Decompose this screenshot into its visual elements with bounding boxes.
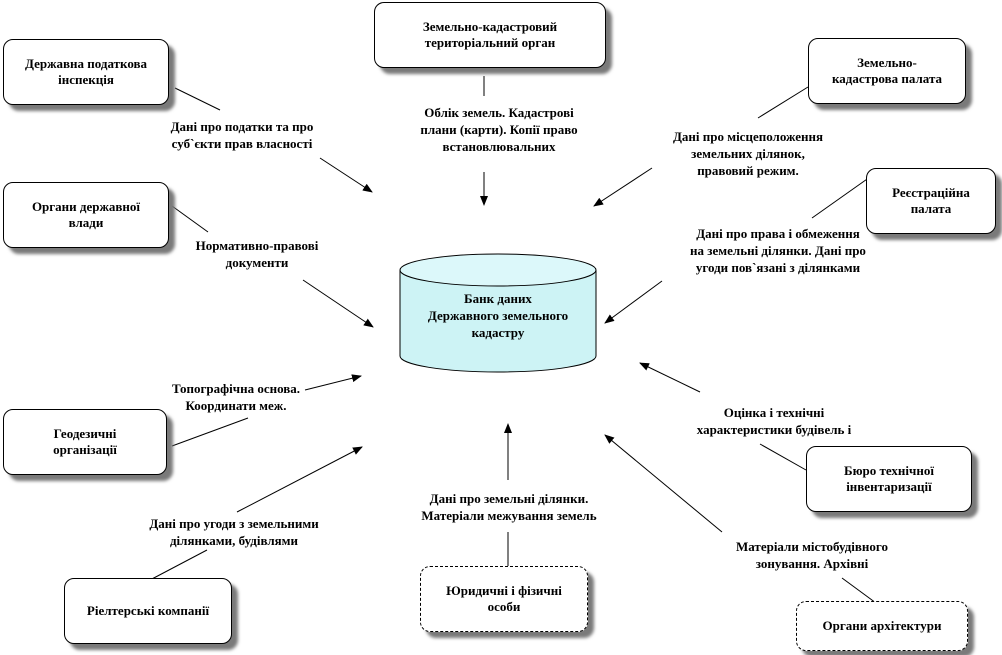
connector-tax xyxy=(174,87,221,111)
arrow-registration xyxy=(604,280,663,324)
label-persons: Дані про земельні ділянки. Матеріали меж… xyxy=(421,491,597,523)
node-realtors: Ріелтерські компанії xyxy=(64,578,232,644)
connector-geodetic xyxy=(171,417,249,447)
connector-realtors xyxy=(149,549,208,581)
node-state-authorities: Органи державної влади xyxy=(3,182,169,248)
database-cylinder xyxy=(399,253,597,373)
connector-architecture xyxy=(841,577,877,604)
connector-bti xyxy=(759,443,807,471)
label-geodetic: Топографічна основа. Координати меж. xyxy=(171,381,301,413)
label-tax: Дані про податки та про суб`єкти прав вл… xyxy=(170,119,314,151)
label-chamber: Дані про місцеположення земельних діляно… xyxy=(672,129,824,178)
node-tax-inspection: Державна податкова інспекція xyxy=(3,39,169,105)
connector-authorities xyxy=(171,205,209,233)
label-registration: Дані про права і обмеження на земельні д… xyxy=(690,226,866,275)
node-architecture: Органи архітектури xyxy=(796,601,968,651)
node-bti: Бюро технічної інвентаризації xyxy=(806,446,972,512)
node-registration-chamber: Реєстраційна палата xyxy=(866,168,996,234)
connector-chamber xyxy=(757,86,809,119)
arrow-bti xyxy=(639,362,701,393)
node-territorial-organ: Земельно-кадастровий територіальний орга… xyxy=(374,2,606,68)
arrow-geodetic xyxy=(304,374,362,391)
arrow-architecture xyxy=(604,434,723,533)
label-authorities: Нормативно-правові документи xyxy=(195,238,319,270)
arrow-chamber xyxy=(593,167,653,207)
arrow-realtors xyxy=(236,446,363,513)
node-cadastral-chamber: Земельно- кадастрова палата xyxy=(808,38,966,104)
label-territorial: Облік земель. Кадастрові плани (карти). … xyxy=(420,105,578,154)
connector-registration xyxy=(811,176,871,219)
label-realtors: Дані про угоди з земельними ділянками, б… xyxy=(149,516,319,548)
arrow-tax xyxy=(319,157,373,193)
node-geodetic-organizations: Геодезичні організації xyxy=(3,409,167,475)
label-architecture: Матеріали містобудівного зонування. Архі… xyxy=(736,539,888,571)
arrow-authorities xyxy=(302,279,374,328)
label-bti: Оцінка і технічні характеристики будівел… xyxy=(696,405,852,437)
node-persons: Юридичні і фізичні особи xyxy=(420,566,588,632)
database-label: Банк даних Державного земельного кадастр… xyxy=(427,291,569,340)
